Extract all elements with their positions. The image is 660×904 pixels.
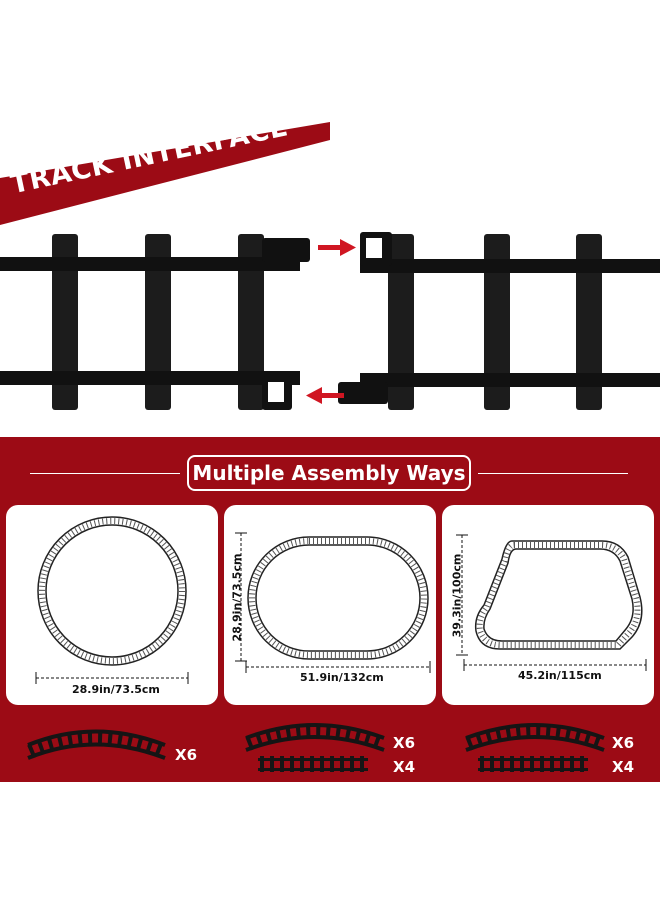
sleeper [145,234,171,410]
oval-track-icon [235,532,431,673]
arrow-right-icon [318,239,356,256]
arrow-left-icon [306,387,344,404]
layout-card-oval: 28.9in/73.5cm 51.9in/132cm [224,505,436,705]
title-divider-left [30,473,180,474]
sleeper [388,234,414,410]
connector-pin [262,238,310,262]
height-label: 28.9in/73.5cm [230,553,244,642]
bottom-spacer [0,782,660,904]
banner-background [0,122,330,225]
title-divider-right [478,473,628,474]
hexagon-track-icon [456,534,647,671]
width-label: 51.9in/132cm [300,671,384,684]
layout-card-circle: 28.9in/73.5cm [6,505,218,705]
track-interface-section: TRACK INTERFACE [0,0,660,437]
rail-bottom-right [360,373,660,387]
width-label: 28.9in/73.5cm [72,683,160,696]
straight-count: X4 [612,758,635,776]
height-label: 39.3in/100cm [450,553,464,638]
sleeper [238,234,264,410]
rail-bottom-left [0,371,300,385]
rail-top-left [0,257,300,271]
circle-track-icon [35,516,189,684]
rail-top-right [360,259,660,273]
curve-count: X6 [612,734,635,752]
section-title: Multiple Assembly Ways [187,455,471,491]
connector-pin [338,382,388,404]
track-interface-illustration [0,122,660,410]
straight-count: X4 [393,758,416,776]
sleeper [52,234,78,410]
curve-count: X6 [175,746,198,764]
sleeper [484,234,510,410]
sleeper [576,234,602,410]
curve-count: X6 [393,734,416,752]
layout-card-hexagon: 39.3in/100cm 45.2in/115cm [442,505,654,705]
width-label: 45.2in/115cm [518,669,602,682]
